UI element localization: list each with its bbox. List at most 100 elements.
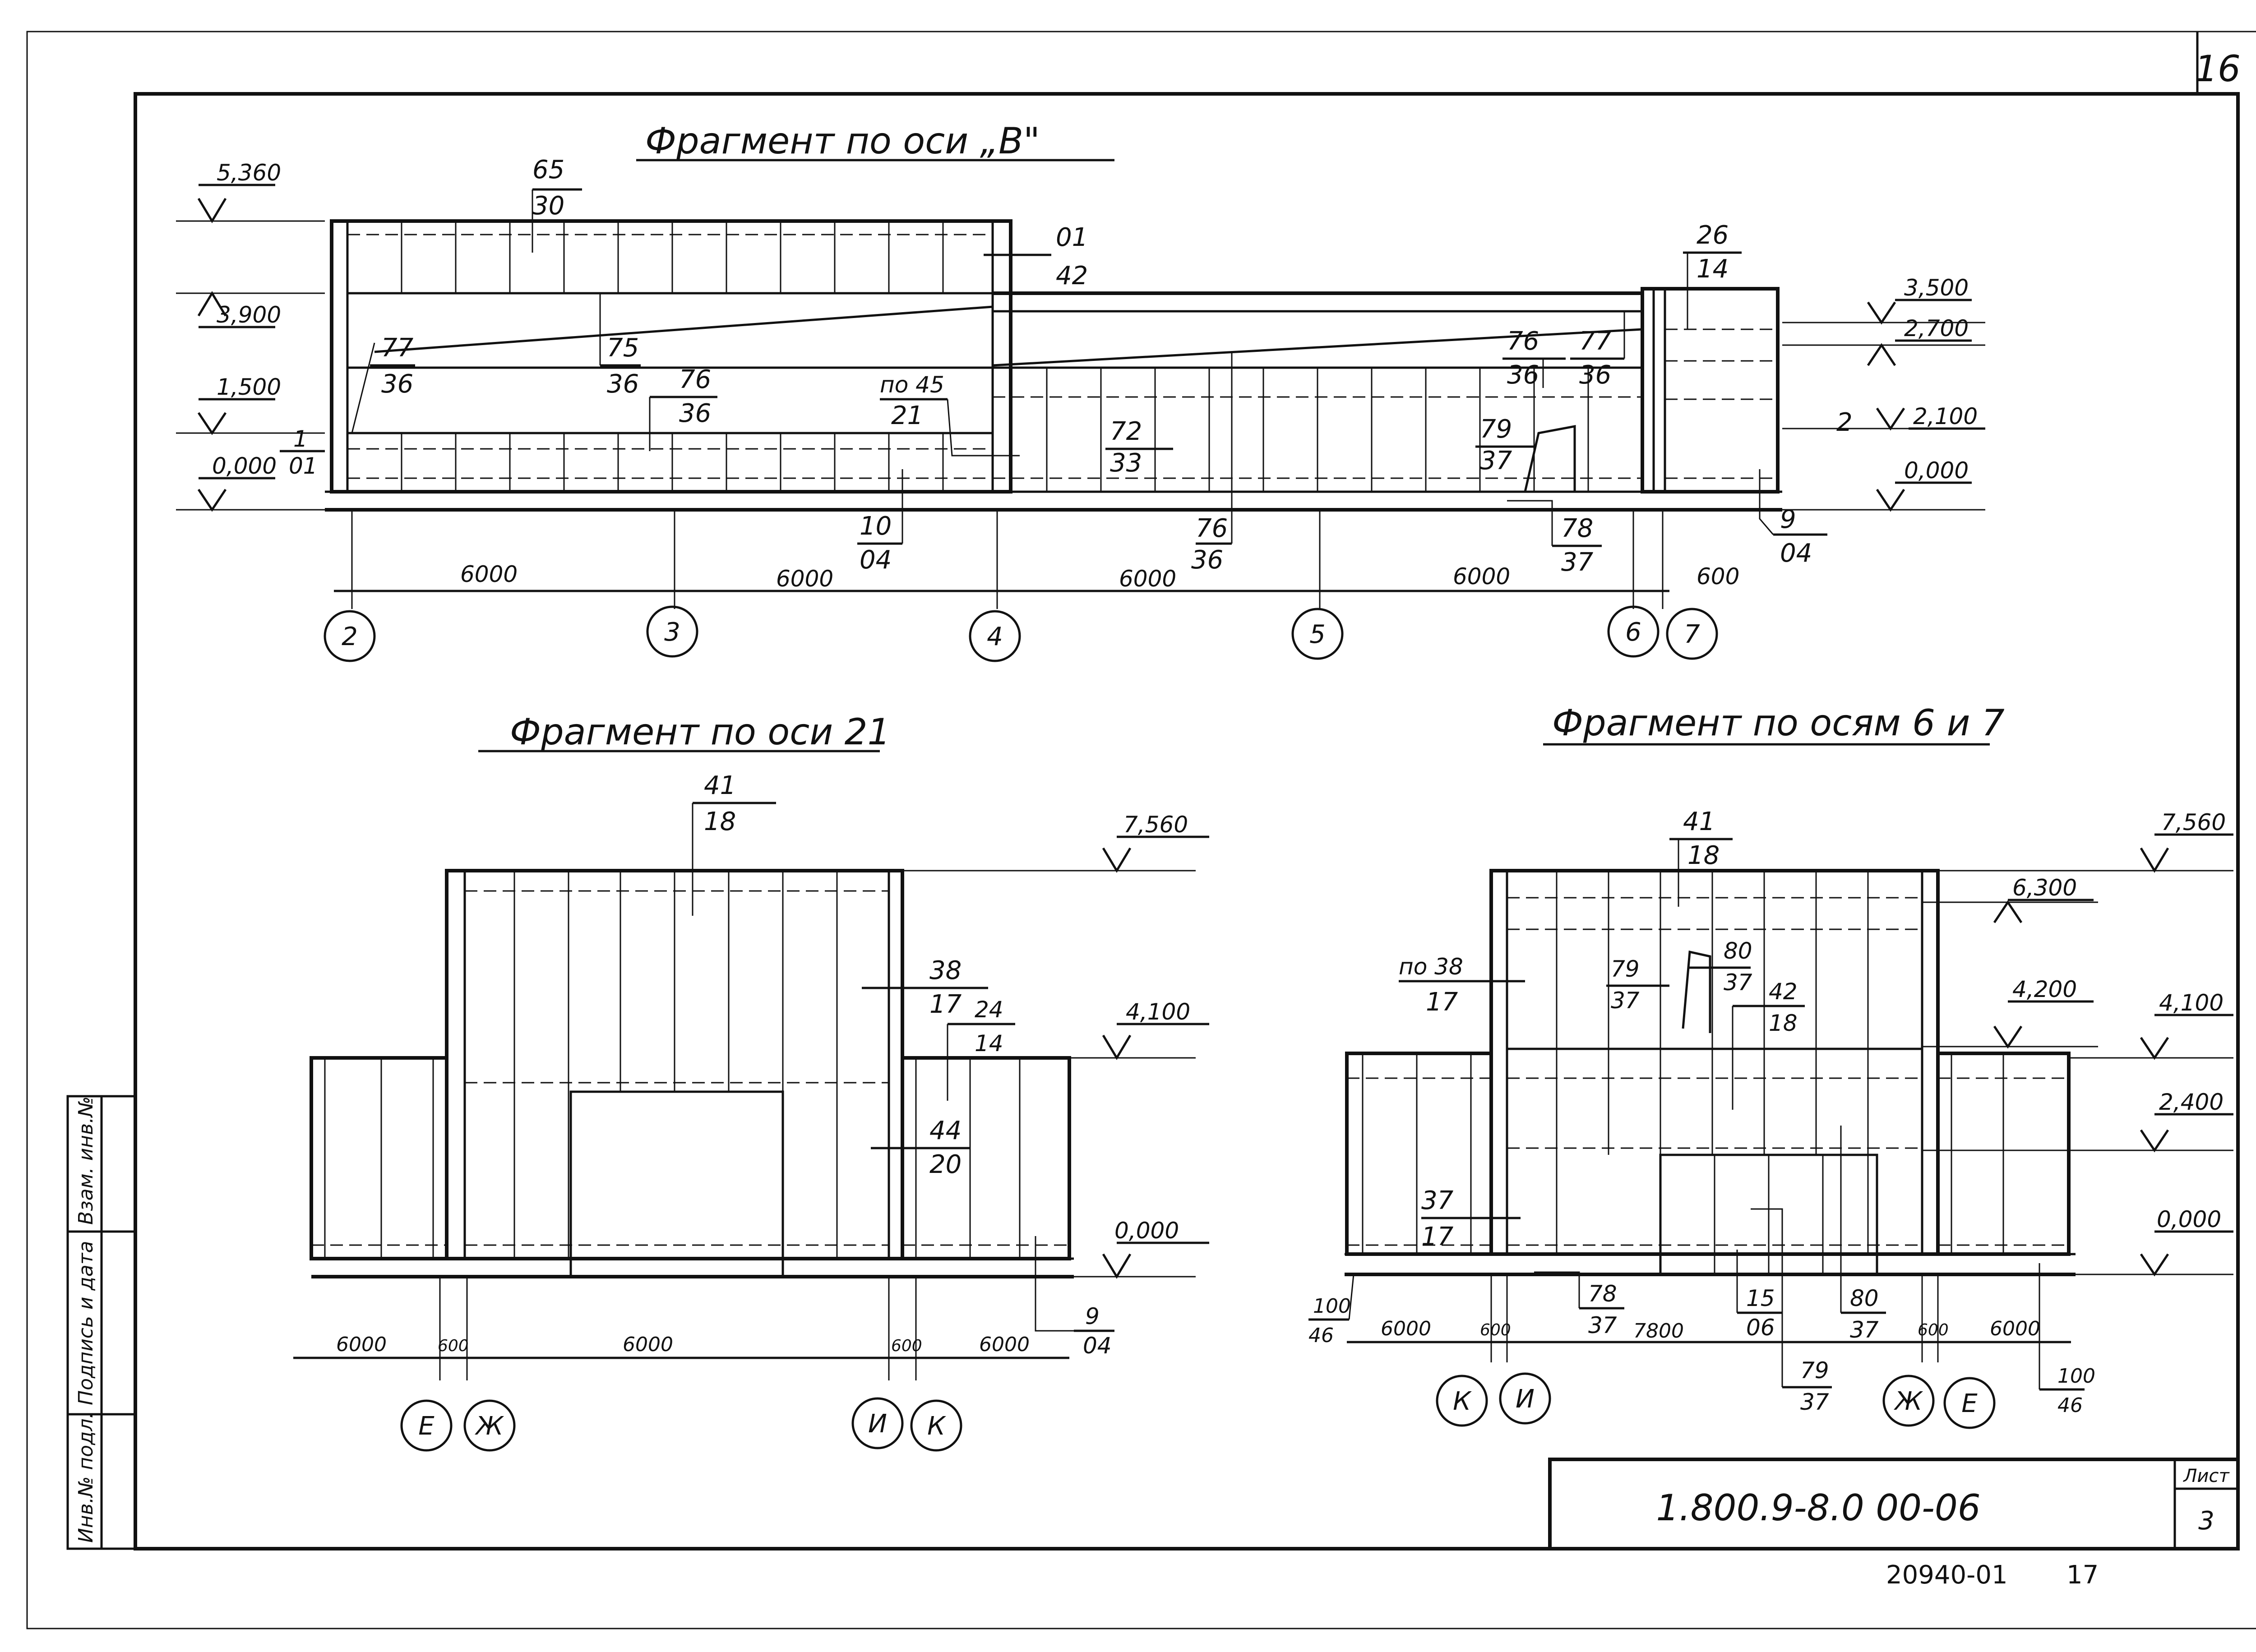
mark-b-9-top: 72 [1110,417,1142,446]
mark-b-16-top: 9 [1780,505,1796,534]
mark-67-8-top: 78 [1588,1281,1617,1307]
archive-page: 17 [2066,1560,2099,1590]
mark-b-2-bottom: 42 [1056,261,1088,291]
mark-67-5-top: 42 [1769,978,1798,1005]
fragment-b-dimensions: 6000 6000 6000 6000 600 [334,510,1739,609]
side-note: 2 [1836,408,1853,437]
mark-67-7-bottom: 46 [1308,1324,1334,1347]
mark-b-1-bottom: 30 [532,191,564,221]
stamp-sign-label: Подпись и дата [74,1241,97,1405]
mark-b-13-top: 77 [1579,327,1612,356]
fragment-67: Фрагмент по осям 6 и 7 [1308,702,2233,1429]
mark-b-4-top: 77 [381,333,414,363]
mark-21-4-top: 44 [929,1116,962,1145]
mark-b-7-bottom: 21 [891,401,923,430]
axis-67-k: К [1453,1387,1472,1416]
mark-67-11-bottom: 37 [1800,1389,1829,1415]
fragment-67-title: Фрагмент по осям 6 и 7 [1552,702,2005,744]
mark-b-9-bottom: 33 [1110,448,1142,478]
mark-67-10-bottom: 37 [1850,1317,1879,1343]
mark-67-4-bottom: 37 [1724,969,1752,996]
span-b-2: 6000 [776,566,833,592]
stamp-inv-label: Инв.№ подл. [74,1412,97,1543]
mark-b-16-bottom: 04 [1780,539,1812,568]
mark-b-11-bottom: 36 [1191,545,1223,575]
axis-7: 7 [1684,620,1700,649]
level-1500: 1,500 [217,374,281,400]
span-b-5: 600 [1697,563,1739,590]
fragment-b-marks: 65 30 01 42 26 14 77 36 75 36 76 36 по 4… [280,155,1827,577]
axis-6: 6 [1625,618,1641,647]
fragment-67-axes: К И Ж Е [1436,1372,1996,1429]
fragment-21-marks: 41 18 38 17 24 14 44 20 9 04 [692,771,1114,1359]
mark-b-14-bottom: 37 [1480,446,1512,475]
mark-b-3-bottom: 14 [1697,254,1729,284]
level-67-4100: 4,100 [2159,990,2224,1016]
mark-b-13-bottom: 36 [1579,360,1611,390]
span-67-5: 6000 [1990,1317,2040,1340]
fragment-b-axes: 2 3 4 5 6 7 [324,605,1718,662]
mark-b-10-top: 10 [860,512,892,541]
span-b-1: 6000 [460,561,518,587]
mark-67-6-top: 37 [1421,1186,1454,1215]
mark-21-4-bottom: 20 [929,1150,962,1179]
mark-67-7-top: 100 [1313,1295,1351,1318]
mark-67-3-top: 79 [1611,956,1640,982]
level-2700: 2,700 [1904,315,1969,341]
level-21-0000: 0,000 [1114,1218,1179,1244]
mark-21-1-bottom: 18 [704,807,736,836]
span-21-4: 600 [891,1337,922,1355]
mark-67-12-top: 100 [2057,1365,2095,1388]
archive-number: 20940-01 [1886,1560,2008,1590]
mark-b-6-top: 76 [679,365,711,394]
sheet-frame: 16 [26,31,2256,1629]
list-label: Лист [2182,1466,2230,1486]
mark-67-10-top: 80 [1850,1285,1879,1311]
mark-67-1-bottom: 18 [1687,841,1720,870]
mark-67-6-bottom: 17 [1421,1222,1454,1251]
mark-b-5-bottom: 36 [607,369,639,399]
mark-67-9-bottom: 06 [1746,1315,1775,1341]
level-67-7560: 7,560 [2161,809,2226,835]
mark-21-5-top: 9 [1085,1303,1100,1329]
title-block: Лист 3 1.800.9-8.0 00-06 20940-01 17 [1548,1458,2240,1590]
span-21-3: 6000 [623,1333,673,1356]
span-b-4: 6000 [1453,563,1510,590]
fragment-21-axes: Е Ж И К [400,1397,962,1452]
span-67-3: 7800 [1633,1320,1684,1343]
mark-67-2-bottom: 17 [1426,988,1458,1017]
level-3900: 3,900 [217,302,281,328]
mark-b-1-top: 65 [532,155,564,185]
fragment-21: Фрагмент по оси 21 [293,711,1209,1452]
mark-67-11-top: 79 [1800,1357,1829,1384]
mark-b-15-bottom: 37 [1561,548,1594,577]
fragment-b: Фрагмент по оси „В" [176,120,1985,662]
span-67-2: 600 [1480,1321,1511,1339]
axis-k: К [927,1412,946,1441]
mark-67-12-bottom: 46 [2057,1394,2083,1417]
mark-67-1-top: 41 [1683,807,1715,836]
mark-b-4-bottom: 36 [381,369,413,399]
fragment-67-panels [1556,871,1869,1254]
fragment-b-levels-right: 3,500 2,700 2,100 0,000 2 [1782,275,1985,512]
level-67-4200: 4,200 [2012,976,2077,1002]
mark-67-3-bottom: 37 [1611,988,1640,1014]
mark-b-2-top: 01 [1056,223,1088,252]
mark-b-6-bottom: 36 [679,399,711,428]
fragment-21-panels [513,871,838,1259]
mark-b-8-top: 1 [293,426,308,452]
axis-4: 4 [987,622,1003,651]
axis-67-zh: Ж [1894,1387,1923,1416]
side-stamp: Инв.№ подл. Подпись и дата Взам. инв.№ [66,1095,137,1550]
level-0000: 0,000 [212,453,277,479]
mark-21-5-bottom: 04 [1083,1333,1112,1359]
mark-67-2-top: по 38 [1399,954,1463,980]
mark-21-2-top: 38 [929,956,962,985]
fragment-b-title: Фрагмент по оси „В" [645,120,1040,162]
mark-b-14-top: 79 [1480,415,1512,444]
mark-67-8-bottom: 37 [1588,1312,1617,1338]
fragment-67-marks: 41 18 по 38 17 79 37 80 37 42 18 37 17 1… [1308,807,2095,1417]
mark-21-3-top: 24 [975,997,1003,1023]
mark-b-5-top: 75 [607,333,639,363]
